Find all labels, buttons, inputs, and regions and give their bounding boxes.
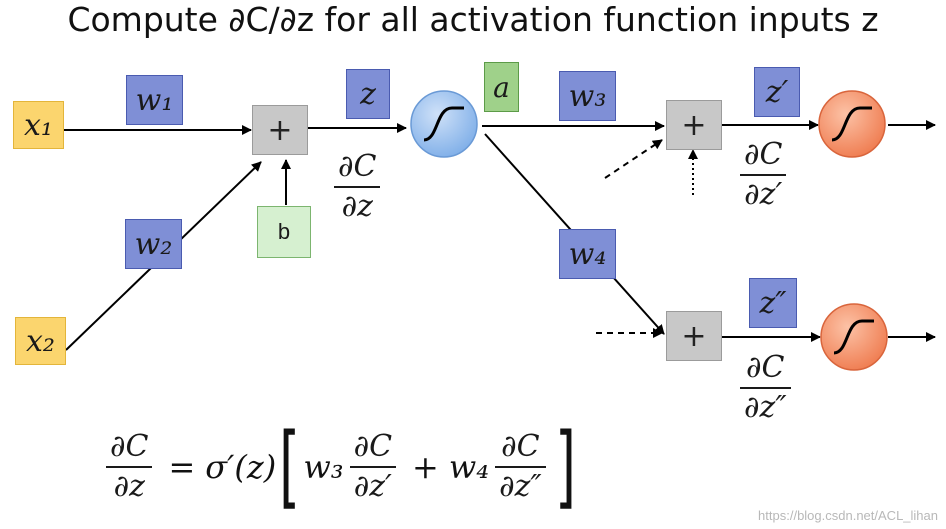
chain-rule-formula: ∂C ∂z = σ′(z) [ w₃ ∂C ∂z′ + w₄ ∂C ∂z″ ] bbox=[100, 412, 579, 522]
formula-dc-dz-prime: ∂C ∂z′ bbox=[349, 428, 397, 506]
input-x1: x₁ bbox=[13, 101, 64, 149]
activation-neuron-blue bbox=[410, 90, 478, 158]
bias-b: b bbox=[257, 206, 311, 258]
formula-denominator: ∂z bbox=[113, 469, 145, 504]
formula-sigma-prime: σ′(z) bbox=[205, 448, 277, 486]
sum-node-first: + bbox=[252, 105, 308, 155]
formula-dc-dz: ∂C ∂z bbox=[106, 428, 153, 506]
gradient-dc-dz-double-prime: ∂C ∂z″ bbox=[740, 349, 791, 427]
gradient-dc-dz-prime: ∂C ∂z′ bbox=[740, 136, 787, 214]
gradient-denominator: ∂z″ bbox=[744, 390, 787, 425]
formula-denominator: ∂z′ bbox=[353, 469, 392, 504]
gradient-denominator: ∂z bbox=[341, 189, 373, 224]
formula-equals: = bbox=[168, 448, 196, 486]
weight-w2: w₂ bbox=[125, 219, 182, 269]
formula-numerator: ∂C bbox=[110, 429, 149, 464]
formula-dc-dz-double-prime: ∂C ∂z″ bbox=[495, 428, 546, 506]
sum-node-upper: + bbox=[666, 100, 722, 150]
label-z-prime: z′ bbox=[754, 67, 800, 117]
fraction-bar bbox=[349, 466, 397, 468]
diagram-title: Compute ∂C/∂z for all activation functio… bbox=[67, 0, 879, 39]
fraction-bar bbox=[740, 387, 791, 389]
formula-denominator: ∂z″ bbox=[499, 469, 542, 504]
formula-w4: w₄ bbox=[448, 448, 490, 486]
weight-w1: w₁ bbox=[126, 75, 183, 125]
fraction-bar bbox=[106, 466, 153, 468]
gradient-denominator: ∂z′ bbox=[744, 177, 783, 212]
fraction-bar bbox=[334, 186, 381, 188]
watermark: https://blog.csdn.net/ACL_lihan bbox=[758, 508, 938, 523]
formula-left-bracket: [ bbox=[279, 414, 301, 519]
weight-w3: w₃ bbox=[559, 71, 616, 121]
weight-w4: w₄ bbox=[559, 229, 616, 279]
label-a: a bbox=[484, 62, 519, 112]
fraction-bar bbox=[495, 466, 546, 468]
formula-right-bracket: ] bbox=[554, 414, 576, 519]
label-z-double-prime: z″ bbox=[749, 278, 797, 328]
gradient-numerator: ∂C bbox=[746, 350, 785, 385]
gradient-numerator: ∂C bbox=[744, 137, 783, 172]
formula-numerator: ∂C bbox=[501, 429, 540, 464]
label-z: z bbox=[346, 69, 390, 119]
formula-numerator: ∂C bbox=[353, 429, 393, 464]
sum-node-lower: + bbox=[666, 311, 722, 361]
activation-neuron-orange-lower bbox=[820, 303, 888, 371]
activation-neuron-orange-upper bbox=[818, 90, 886, 158]
formula-plus: + bbox=[412, 448, 439, 486]
edge-dashed-upper bbox=[604, 139, 663, 179]
gradient-numerator: ∂C bbox=[338, 149, 377, 184]
fraction-bar bbox=[740, 174, 787, 176]
formula-w3: w₃ bbox=[303, 448, 344, 486]
gradient-dc-dz: ∂C ∂z bbox=[334, 148, 381, 226]
input-x2: x₂ bbox=[15, 317, 66, 365]
